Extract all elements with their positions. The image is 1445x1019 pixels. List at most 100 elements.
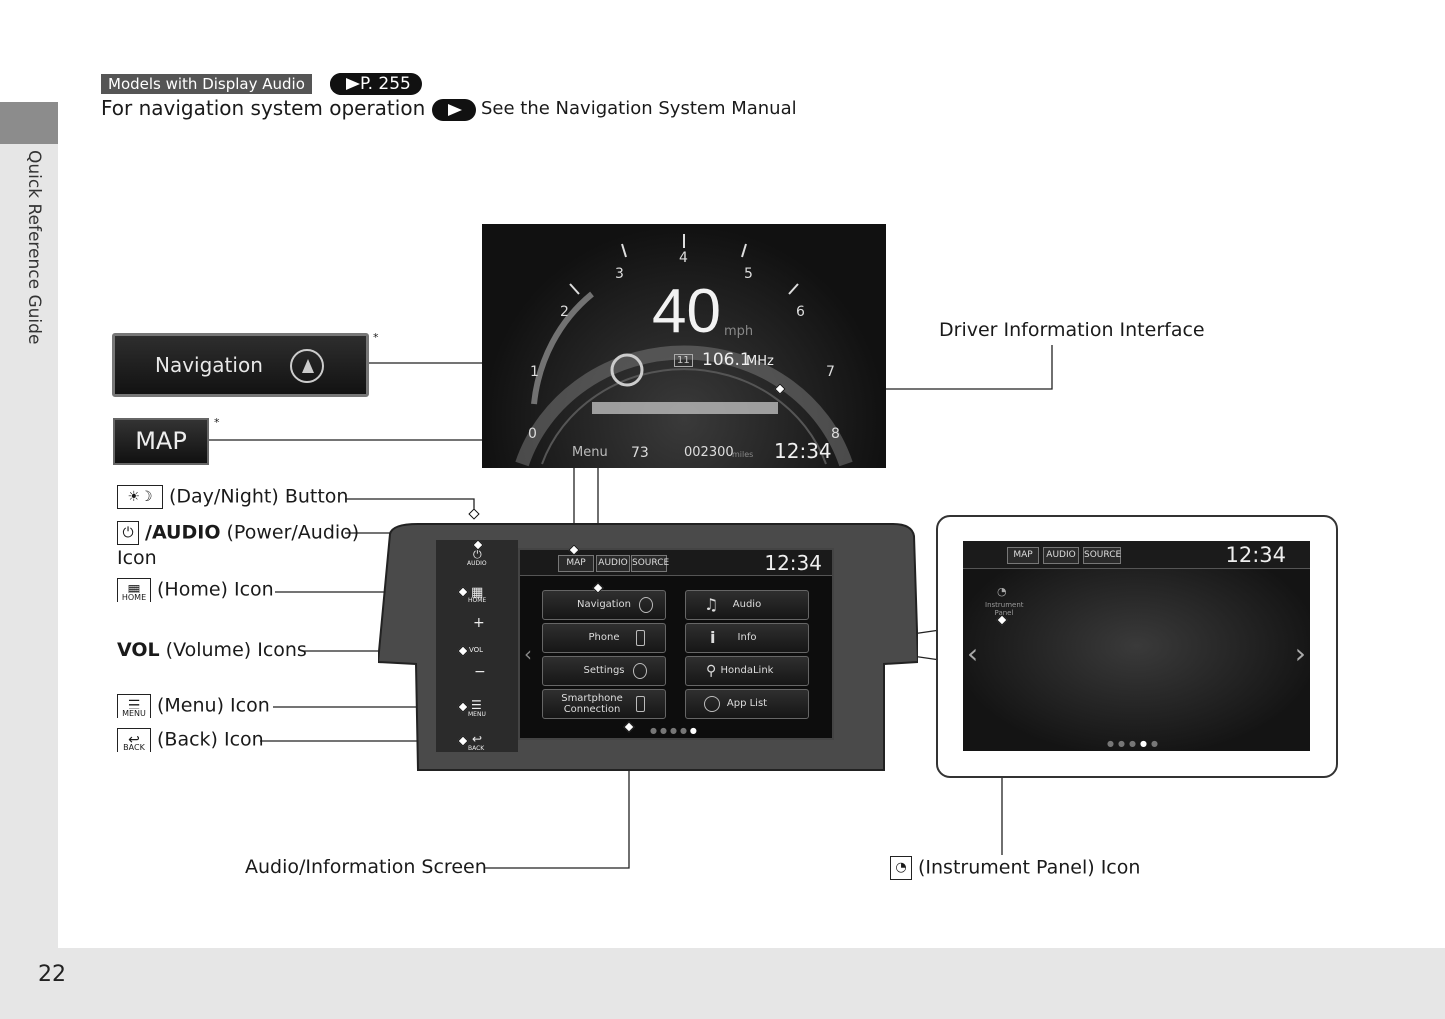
back-icon: ↩BACK [117,728,151,752]
hondalink-icon: ⚲ [706,663,717,679]
unit-back-label: BACK [468,745,485,752]
gear-icon [633,663,647,679]
screen-clock: 12:34 [764,551,822,575]
power-icon: ⏻ [117,521,139,545]
screen-left-arrow[interactable]: ‹ [524,642,532,666]
navigation-icon [639,597,653,613]
section-tab [0,102,58,144]
unit-menu-label: MENU [468,711,486,718]
day-night-icon: ☀☽ [117,485,163,509]
map-button[interactable]: MAP [113,418,209,465]
zoomed-screen: MAP AUDIO SOURCE 12:34 ‹ › ◔ Instrument … [963,541,1310,751]
gauge-number: 4 [679,250,688,266]
menu-item-phone[interactable]: Phone [542,623,666,653]
menu-item-navigation[interactable]: Navigation [542,590,666,620]
gauge-number: 2 [560,304,569,320]
driver-info-label: Driver Information Interface [939,319,1205,341]
page-number: 22 [38,962,66,987]
list-icon [704,696,720,712]
zoom-left-arrow[interactable]: ‹ [967,637,979,670]
music-note-icon: ♫ [704,595,719,614]
vol-down-button[interactable]: − [474,664,486,680]
frequency-unit: MHz [746,354,774,369]
audio-screen-label: Audio/Information Screen [245,856,487,878]
unit-back-button[interactable]: ↩ [472,732,483,746]
menu-item-audio[interactable]: Audio♫ [685,590,809,620]
vol-up-button[interactable]: + [473,615,485,631]
arrow-icon [330,73,360,95]
page-indicator: ●●●●● [650,726,700,735]
gauge-number: 6 [796,304,805,320]
nav-note: For navigation system operation [101,96,425,120]
unit-home-label: HOME [468,597,487,604]
unit-menu-button[interactable]: ☰ [471,698,482,712]
phone-icon [636,630,645,646]
smartphone-icon [636,696,645,712]
vol-label: VOL (Volume) Icons [117,639,307,661]
gauge-number: 1 [530,364,539,380]
navigation-icon [290,349,324,383]
screen-top-bar: MAP AUDIO SOURCE 12:34 [520,550,832,576]
zoom-tab-source[interactable]: SOURCE [1083,547,1121,564]
power-audio-label: ⏻/AUDIO (Power/Audio) [117,521,359,545]
menu-item-smartphone[interactable]: Smartphone Connection [542,689,666,719]
speed-readout: 40 [652,277,721,346]
gauge-number: 8 [831,426,840,442]
odometer: 002300 [684,445,734,460]
day-night-label: ☀☽(Day/Night) Button [117,485,348,509]
zoom-top-bar: MAP AUDIO SOURCE 12:34 [963,541,1310,569]
footnote-asterisk: * [373,331,379,344]
home-label: ▦HOME(Home) Icon [117,578,274,602]
power-audio-label-line2: Icon [117,547,157,569]
info-icon: i [710,628,716,647]
instrument-panel-icon: ◔ [890,856,912,880]
radio-frequency: 106.1 [702,350,751,370]
zoom-right-arrow[interactable]: › [1294,637,1306,670]
footnote-asterisk: * [214,416,220,429]
models-tag: Models with Display Audio [101,74,312,94]
instrument-panel-icon[interactable]: ◔ [997,585,1007,598]
menu-icon: ☰MENU [117,694,151,718]
side-band [0,102,58,1019]
unit-audio-label: AUDIO [467,560,487,567]
back-label: ↩BACK(Back) Icon [117,728,264,752]
home-icon: ▦HOME [117,578,151,602]
preset-number: 11 [674,354,693,367]
audio-info-screen: MAP AUDIO SOURCE 12:34 ‹ Navigation Phon… [518,548,834,740]
unit-power-button[interactable]: ⏻ [473,548,482,561]
dii-clock: 12:34 [774,439,832,463]
menu-label: ☰MENU(Menu) Icon [117,694,270,718]
arrow-icon [432,99,476,121]
speed-unit: mph [724,324,754,339]
unit-vol-label: VOL [469,646,484,654]
zoom-tab-map[interactable]: MAP [1007,547,1039,564]
tab-audio[interactable]: AUDIO [596,555,630,572]
nav-note-prefix: For navigation system operation [101,96,426,120]
nav-note-suffix: See the Navigation System Manual [481,98,797,119]
tab-map[interactable]: MAP [558,555,594,572]
footer-band [0,948,1445,1019]
gauge-number: 7 [826,364,835,380]
menu-item-settings[interactable]: Settings [542,656,666,686]
gauge-number: 3 [615,266,624,282]
zoom-tab-audio[interactable]: AUDIO [1043,547,1079,564]
zoom-clock: 12:34 [1225,543,1286,567]
gauge-number: 5 [744,266,753,282]
driver-info-display: 0 1 2 3 4 5 6 7 8 40 mph 11 106.1 MHz Me… [482,224,886,468]
navigation-button[interactable]: Navigation [112,333,369,397]
dii-menu-label: Menu [572,445,608,460]
odometer-unit: miles [732,450,754,459]
outside-temperature: 73 [631,445,649,461]
page-reference[interactable]: P. 255 [330,73,422,95]
instrument-panel-label: ◔(Instrument Panel) Icon [890,856,1140,880]
unit-home-button[interactable]: ▦ [471,585,484,600]
gauge-number: 0 [528,426,537,442]
tab-source[interactable]: SOURCE [631,555,669,572]
instrument-panel-text: Instrument Panel [985,601,1024,617]
menu-item-app-list[interactable]: App List [685,689,809,719]
menu-item-hondalink[interactable]: HondaLink⚲ [685,656,809,686]
tachometer-gauge [515,234,853,467]
zoom-page-indicator: ●●●●● [1107,739,1162,748]
